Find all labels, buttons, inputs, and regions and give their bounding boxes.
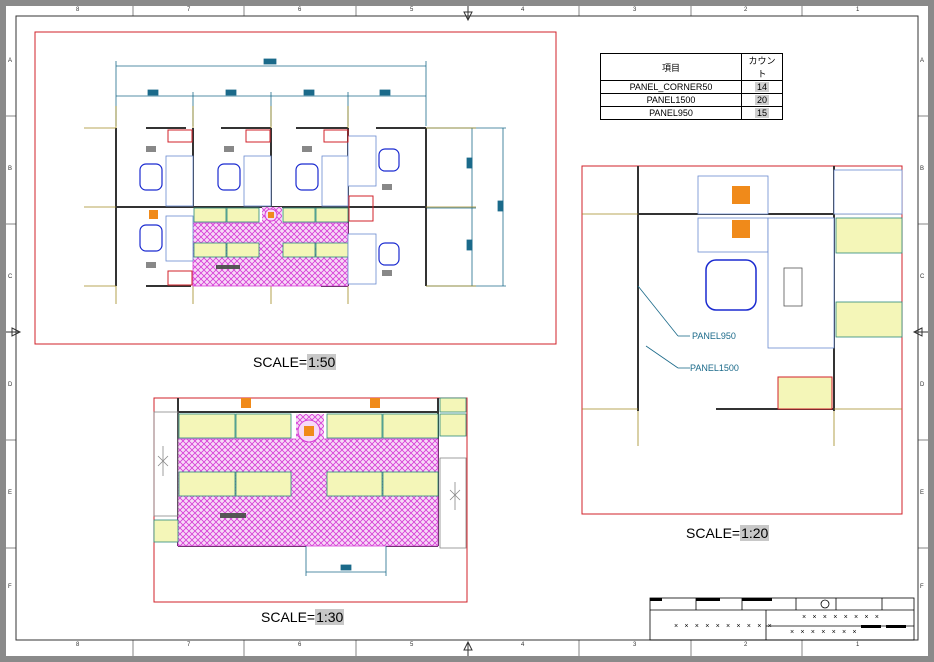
title-block-field-b: × × × × × × × × <box>802 614 881 622</box>
cad-drawing <box>6 6 928 656</box>
bom-count: 14 <box>754 82 769 92</box>
title-block-field-a: × × × × × × × × × × <box>674 623 773 631</box>
row-label: B <box>8 166 13 172</box>
row-label: F <box>920 584 924 590</box>
bom-table: 項目 カウント PANEL_CORNER50 14 PANEL1500 20 P… <box>600 53 783 120</box>
shared-table-1-50 <box>216 265 240 269</box>
callout-panel950: PANEL950 <box>692 331 736 341</box>
desks-1-50 <box>193 207 349 258</box>
view-frame-1-50 <box>34 31 557 345</box>
equipment-1-30 <box>241 398 380 408</box>
row-label: D <box>8 382 13 388</box>
bom-count: 15 <box>754 108 769 118</box>
scale-label-1-20: SCALE=1:20 <box>686 525 770 541</box>
row-label: C <box>8 274 13 280</box>
bom-header-item: 項目 <box>600 53 742 81</box>
column-label: 8 <box>76 642 80 648</box>
column-label: 8 <box>76 7 80 13</box>
cubicle-desks-1-50 <box>165 135 377 285</box>
row-label: C <box>920 274 925 280</box>
column-label: 1 <box>856 7 860 13</box>
column-label: 6 <box>298 642 302 648</box>
equipment-1-50 <box>149 210 158 219</box>
scale-label-1-50: SCALE=1:50 <box>253 354 337 370</box>
row-label: A <box>920 58 925 64</box>
small-items-1-50 <box>146 146 392 276</box>
title-block-field-c: × × × × × × × <box>790 629 858 637</box>
border-ticks <box>6 6 928 656</box>
column-label: 5 <box>410 7 414 13</box>
equipment-outlines-1-30 <box>153 411 467 549</box>
bom-header-count: カウント <box>741 53 783 81</box>
column-label: 7 <box>187 7 191 13</box>
drawing-sheet: 8 7 6 5 4 3 2 1 8 7 6 5 4 3 2 1 A B C D … <box>6 6 928 656</box>
bom-item: PANEL_CORNER50 <box>600 80 742 94</box>
column-label: 3 <box>633 642 637 648</box>
row-label: B <box>920 166 925 172</box>
table-row: PANEL_CORNER50 14 <box>600 80 783 94</box>
bom-count: 20 <box>754 95 769 105</box>
cabinets-1-50 <box>167 129 374 286</box>
column-label: 5 <box>410 642 414 648</box>
row-label: E <box>920 490 925 496</box>
table-row: PANEL1500 20 <box>600 93 783 107</box>
dimension-1-30 <box>305 546 387 576</box>
row-label: A <box>8 58 13 64</box>
column-label: 4 <box>521 7 525 13</box>
desks-1-30 <box>153 397 467 543</box>
chairs-1-50 <box>139 148 400 266</box>
sheet-border <box>15 15 919 641</box>
column-label: 3 <box>633 7 637 13</box>
centering-marks <box>6 6 928 656</box>
bom-item: PANEL1500 <box>600 93 742 107</box>
row-label: D <box>920 382 925 388</box>
column-label: 2 <box>744 642 748 648</box>
row-label: E <box>8 490 13 496</box>
row-label: F <box>8 584 12 590</box>
column-label: 2 <box>744 7 748 13</box>
column-label: 4 <box>521 642 525 648</box>
column-label: 7 <box>187 642 191 648</box>
chair-1-20 <box>705 259 757 311</box>
grid-lines-1-50 <box>84 106 476 304</box>
column-label: 6 <box>298 7 302 13</box>
column-label: 1 <box>856 642 860 648</box>
leaders-1-20 <box>637 285 690 369</box>
scale-label-1-30: SCALE=1:30 <box>261 609 345 625</box>
view-frame-1-20 <box>581 165 903 515</box>
callout-panel1500: PANEL1500 <box>690 363 739 373</box>
table-row: PANEL950 15 <box>600 106 783 120</box>
bom-item: PANEL950 <box>600 106 742 120</box>
